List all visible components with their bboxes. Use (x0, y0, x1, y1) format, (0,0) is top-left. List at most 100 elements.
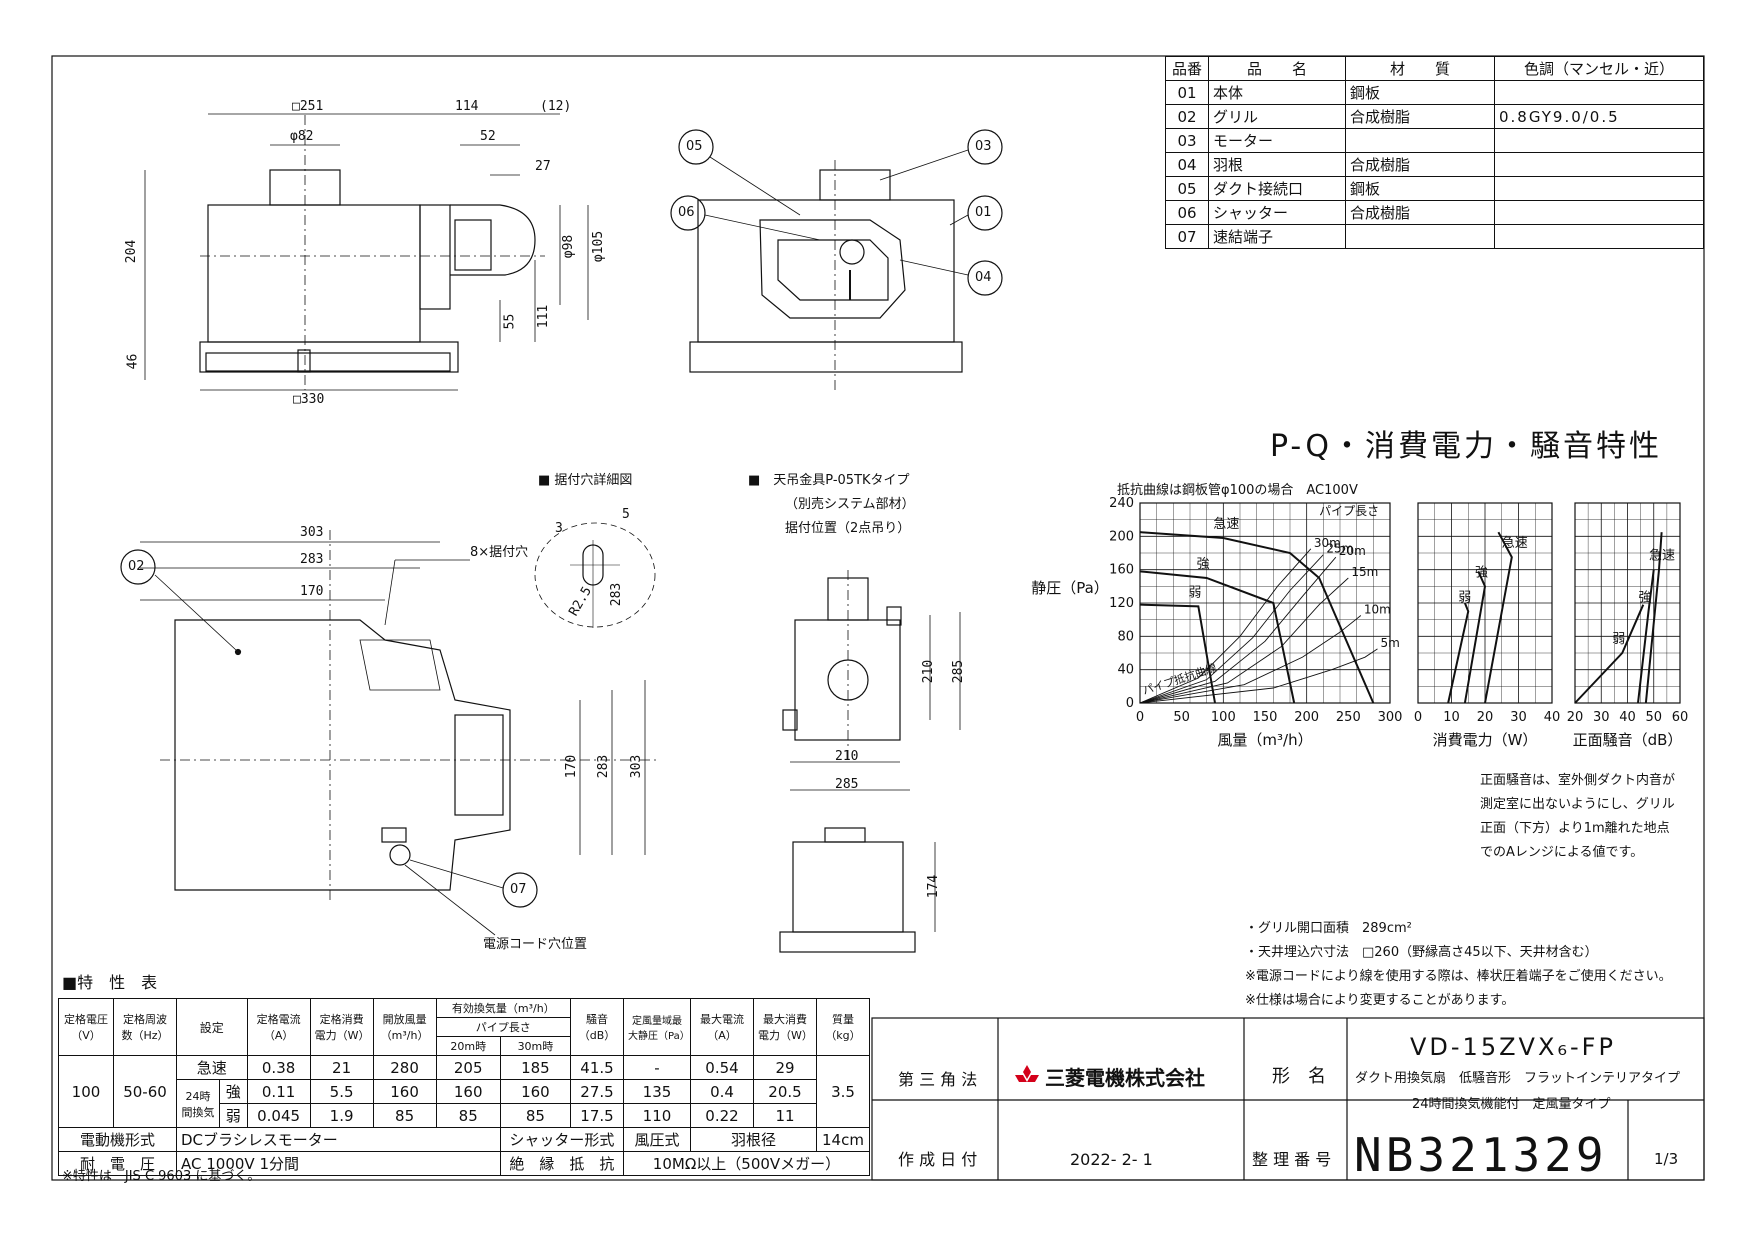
part-no: 01 (1165, 80, 1209, 105)
company-logo (1012, 1064, 1042, 1090)
number-label: 整 理 番 号 (1252, 1150, 1332, 1169)
noise-note-line-3: 正面（下方）より1m離れた地点 (1480, 821, 1670, 836)
h-open-flow: 開放風量（m³/h） (372, 998, 437, 1056)
part-color (1494, 176, 1704, 201)
parts-header-row: 品番 品 名 材 質 色調（マンセル・近） (1165, 56, 1704, 81)
cell-strong-open: 160 (372, 1079, 437, 1104)
char-row-rapid: 100 50-60 急速 0.38 21 280 205 185 41.5 - … (58, 1055, 870, 1128)
x-tick-label: 50 (1645, 710, 1662, 725)
side-view (670, 129, 1003, 390)
series-line-強 (1463, 570, 1487, 704)
x-tick-label: 0 (1414, 710, 1422, 725)
resistance-curve-20m (1139, 556, 1337, 704)
x-tick-label: 300 (1378, 710, 1403, 725)
blade-label: 羽根径 (690, 1127, 817, 1152)
char-row-strong: 24時間換気 強 0.11 5.5 160 160 160 27.5 135 0… (59, 1079, 870, 1128)
x-axis-label: 消費電力（W） (1433, 731, 1538, 749)
chart-main-title: P-Q・消費電力・騒音特性 (1270, 429, 1662, 464)
hole-detail-title: ■ 据付穴詳細図 (538, 473, 633, 488)
cell-mode-strong: 強 (219, 1079, 248, 1104)
x-tick-label: 50 (1173, 710, 1190, 725)
part-color (1494, 200, 1704, 225)
x-tick-label: 200 (1294, 710, 1319, 725)
model-desc-1: ダクト用換気扇 低騒音形 フラットインテリアタイプ (1355, 1071, 1681, 1086)
h-mass: 質量（kg） (816, 998, 870, 1056)
cell-weak-noise: 17.5 (570, 1103, 624, 1128)
y-tick-label: 160 (1109, 563, 1134, 578)
parts-header-color: 色調（マンセル・近） (1494, 56, 1704, 81)
cell-strong-static: 135 (623, 1079, 691, 1104)
part-no: 06 (1165, 200, 1209, 225)
cell-mode-24h: 24時間換気 (176, 1079, 220, 1128)
series-label-強: 強 (1197, 557, 1210, 572)
h-30m: 30m時 (499, 1036, 572, 1056)
x-tick-label: 20 (1567, 710, 1584, 725)
withstand-value: AC 1000V 1分間 (176, 1151, 501, 1176)
front-dim-27: 27 (535, 159, 551, 174)
callout-05: 05 (686, 139, 703, 154)
noise-note-line-4: でのAレンジによる値です。 (1480, 845, 1644, 860)
resistance-curve-10m (1139, 615, 1362, 704)
resistance-label-10m: 10m (1364, 603, 1391, 617)
series-label-強: 強 (1639, 590, 1652, 605)
cell-weak-open: 85 (372, 1103, 437, 1128)
callout-04: 04 (975, 270, 992, 285)
withstand-label: 耐 電 圧 (58, 1151, 177, 1176)
h-noise: 騒音（dB） (570, 998, 624, 1056)
cell-strong-20m: 160 (435, 1079, 501, 1104)
cord-hole-label: 電源コード穴位置 (483, 937, 588, 952)
char-row-weak: 弱 0.045 1.9 85 85 85 17.5 110 0.22 11 (59, 1103, 870, 1128)
series-label-急速: 急速 (1502, 536, 1528, 551)
x-tick-label: 30 (1510, 710, 1527, 725)
h-power: 定格消費電力（W） (309, 998, 374, 1056)
model-number: VD-15ZVX₆-FP (1410, 1033, 1616, 1061)
cell-mass: 3.5 (816, 1055, 870, 1128)
bottom-dim-170-h: 170 (300, 584, 324, 599)
front-dim-330: □330 (293, 392, 325, 407)
date-label: 作 成 日 付 (898, 1150, 978, 1169)
model-label: 形 名 (1272, 1066, 1326, 1087)
part-material (1345, 224, 1495, 249)
cell-strong-30m: 160 (499, 1079, 572, 1104)
series-label-強: 強 (1475, 565, 1488, 580)
cell-strong-max-current: 0.4 (690, 1079, 754, 1104)
y-tick-label: 0 (1126, 696, 1134, 711)
title-block-lines (871, 1017, 1705, 1181)
hanger-view (779, 570, 961, 953)
x-tick-label: 30 (1593, 710, 1610, 725)
bottom-dim-303-h: 303 (300, 525, 324, 540)
char-table: 定格電圧（V） 定格周波数（Hz） 設定 定格電流（A） 定格消費電力（W） 開… (58, 998, 870, 1176)
x-tick-label: 0 (1136, 710, 1144, 725)
resistance-label-25m: 25m (1326, 542, 1353, 556)
hanger-title-1: ■ 天吊金具P-05TKタイプ (748, 473, 910, 488)
cell-rapid-30m: 185 (499, 1055, 572, 1080)
cell-weak-power: 1.9 (309, 1103, 374, 1128)
cell-rapid-open: 280 (372, 1055, 437, 1080)
front-view (144, 113, 589, 391)
h-eff-flow: 有効換気量（m³/h） (435, 998, 572, 1018)
series-line-急速 (1139, 531, 1375, 704)
parts-header-name: 品 名 (1208, 56, 1346, 81)
motor-value: DCブラシレスモーター (176, 1127, 501, 1152)
cell-rapid-static: - (623, 1055, 691, 1080)
x-tick-label: 100 (1211, 710, 1236, 725)
callout-01: 01 (975, 205, 992, 220)
cell-voltage: 100 (58, 1055, 114, 1128)
cell-strong-power: 5.5 (309, 1079, 374, 1104)
cell-rapid-max-power: 29 (753, 1055, 817, 1080)
series-label-弱: 弱 (1458, 590, 1471, 605)
x-axis-label: 風量（m³/h） (1217, 731, 1312, 749)
h-max-current: 最大電流（A） (690, 998, 754, 1056)
part-color (1494, 80, 1704, 105)
x-axis-label: 正面騒音（dB） (1573, 731, 1683, 749)
chart-note: 抵抗曲線は鋼板管φ100の場合 AC100V (1117, 483, 1358, 498)
cell-weak-static: 110 (623, 1103, 691, 1128)
spec-notes: ・グリル開口面積 289cm² ・天井埋込穴寸法 □260（野縁高さ45以下、天… (1245, 922, 1672, 1007)
